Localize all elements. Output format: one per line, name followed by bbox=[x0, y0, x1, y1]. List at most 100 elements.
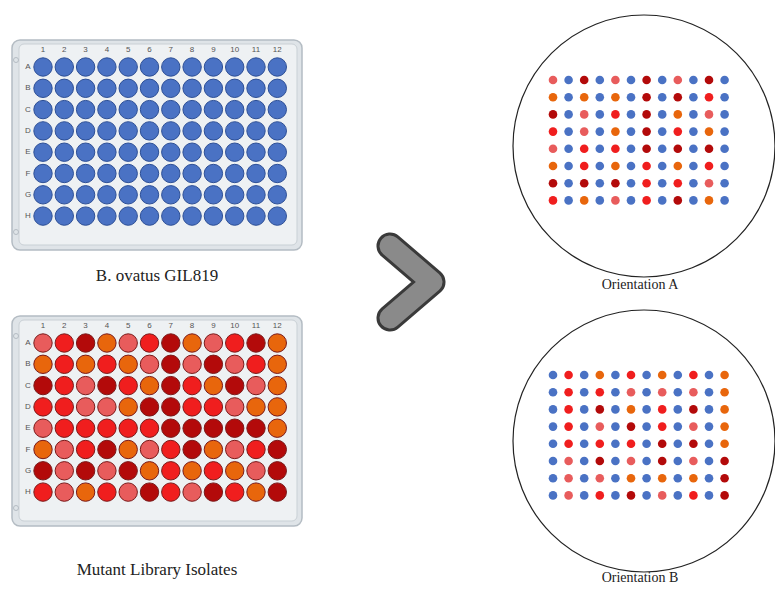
well bbox=[162, 398, 180, 416]
colony-dot bbox=[564, 371, 573, 380]
colony-dot bbox=[674, 127, 683, 136]
well bbox=[268, 207, 286, 225]
colony-dot bbox=[689, 371, 698, 380]
well bbox=[76, 334, 94, 352]
colony-dot bbox=[642, 388, 651, 397]
colony-dot bbox=[674, 388, 683, 397]
petri-dish bbox=[513, 310, 775, 572]
well bbox=[204, 440, 222, 458]
colony-dot bbox=[658, 110, 667, 119]
well bbox=[34, 398, 52, 416]
colony-dot bbox=[642, 127, 651, 136]
well bbox=[247, 355, 265, 373]
well bbox=[55, 79, 73, 97]
well bbox=[98, 440, 116, 458]
colony-dot bbox=[611, 422, 620, 431]
colony-dot bbox=[689, 422, 698, 431]
well bbox=[55, 355, 73, 373]
well bbox=[119, 462, 137, 480]
colony-dot bbox=[689, 491, 698, 500]
well bbox=[98, 122, 116, 140]
colony-dot bbox=[549, 457, 558, 466]
row-letter: C bbox=[25, 106, 31, 114]
well bbox=[162, 143, 180, 161]
column-number: 10 bbox=[230, 322, 239, 330]
well bbox=[34, 462, 52, 480]
well bbox=[98, 207, 116, 225]
colony-dot bbox=[596, 422, 605, 431]
well bbox=[140, 100, 158, 118]
well bbox=[183, 419, 201, 437]
colony-dot bbox=[658, 127, 667, 136]
row-letter: F bbox=[26, 446, 31, 454]
well bbox=[268, 483, 286, 501]
well bbox=[34, 122, 52, 140]
colony-dot bbox=[596, 388, 605, 397]
well bbox=[162, 100, 180, 118]
colony-dot bbox=[627, 93, 636, 102]
column-number: 4 bbox=[105, 46, 109, 54]
colony-dot bbox=[564, 179, 573, 188]
colony-dot bbox=[596, 457, 605, 466]
well bbox=[204, 355, 222, 373]
colony-dot bbox=[720, 491, 729, 500]
colony-dot bbox=[689, 179, 698, 188]
colony-dot bbox=[674, 110, 683, 119]
colony-dot bbox=[674, 371, 683, 380]
well bbox=[183, 440, 201, 458]
colony-dot bbox=[689, 76, 698, 85]
colony-dot bbox=[658, 457, 667, 466]
colony-dot bbox=[658, 405, 667, 414]
colony-dot bbox=[674, 145, 683, 154]
well bbox=[183, 334, 201, 352]
well bbox=[162, 440, 180, 458]
colony-dot bbox=[596, 93, 605, 102]
column-number: 9 bbox=[211, 46, 215, 54]
well bbox=[162, 419, 180, 437]
well bbox=[55, 419, 73, 437]
colony-dot bbox=[611, 405, 620, 414]
well bbox=[268, 398, 286, 416]
well bbox=[76, 419, 94, 437]
well bbox=[268, 334, 286, 352]
well bbox=[226, 462, 244, 480]
well bbox=[162, 462, 180, 480]
colony-dot bbox=[564, 196, 573, 205]
well bbox=[204, 100, 222, 118]
colony-dot bbox=[549, 405, 558, 414]
colony-dot bbox=[564, 405, 573, 414]
colony-dot bbox=[580, 93, 589, 102]
colony-dot bbox=[627, 76, 636, 85]
well bbox=[34, 207, 52, 225]
colony-dot bbox=[596, 196, 605, 205]
row-letter: G bbox=[25, 191, 31, 199]
well bbox=[247, 100, 265, 118]
colony-dot bbox=[611, 76, 620, 85]
well bbox=[34, 376, 52, 394]
colony-dot bbox=[580, 76, 589, 85]
colony-dot bbox=[596, 110, 605, 119]
colony-dot bbox=[720, 474, 729, 483]
column-number: 8 bbox=[190, 322, 194, 330]
well bbox=[55, 334, 73, 352]
colony-dot bbox=[720, 110, 729, 119]
column-number: 12 bbox=[273, 46, 282, 54]
colony-dot bbox=[689, 145, 698, 154]
row-letter: E bbox=[25, 148, 30, 156]
well bbox=[76, 462, 94, 480]
colony-dot bbox=[674, 474, 683, 483]
colony-dot bbox=[705, 440, 714, 449]
well bbox=[140, 334, 158, 352]
well bbox=[226, 419, 244, 437]
well bbox=[226, 355, 244, 373]
well bbox=[268, 58, 286, 76]
well bbox=[119, 186, 137, 204]
colony-dot bbox=[705, 127, 714, 136]
colony-dot bbox=[580, 388, 589, 397]
column-number: 1 bbox=[41, 46, 45, 54]
row-letter: D bbox=[25, 127, 31, 135]
well bbox=[34, 483, 52, 501]
well bbox=[119, 164, 137, 182]
well bbox=[162, 355, 180, 373]
